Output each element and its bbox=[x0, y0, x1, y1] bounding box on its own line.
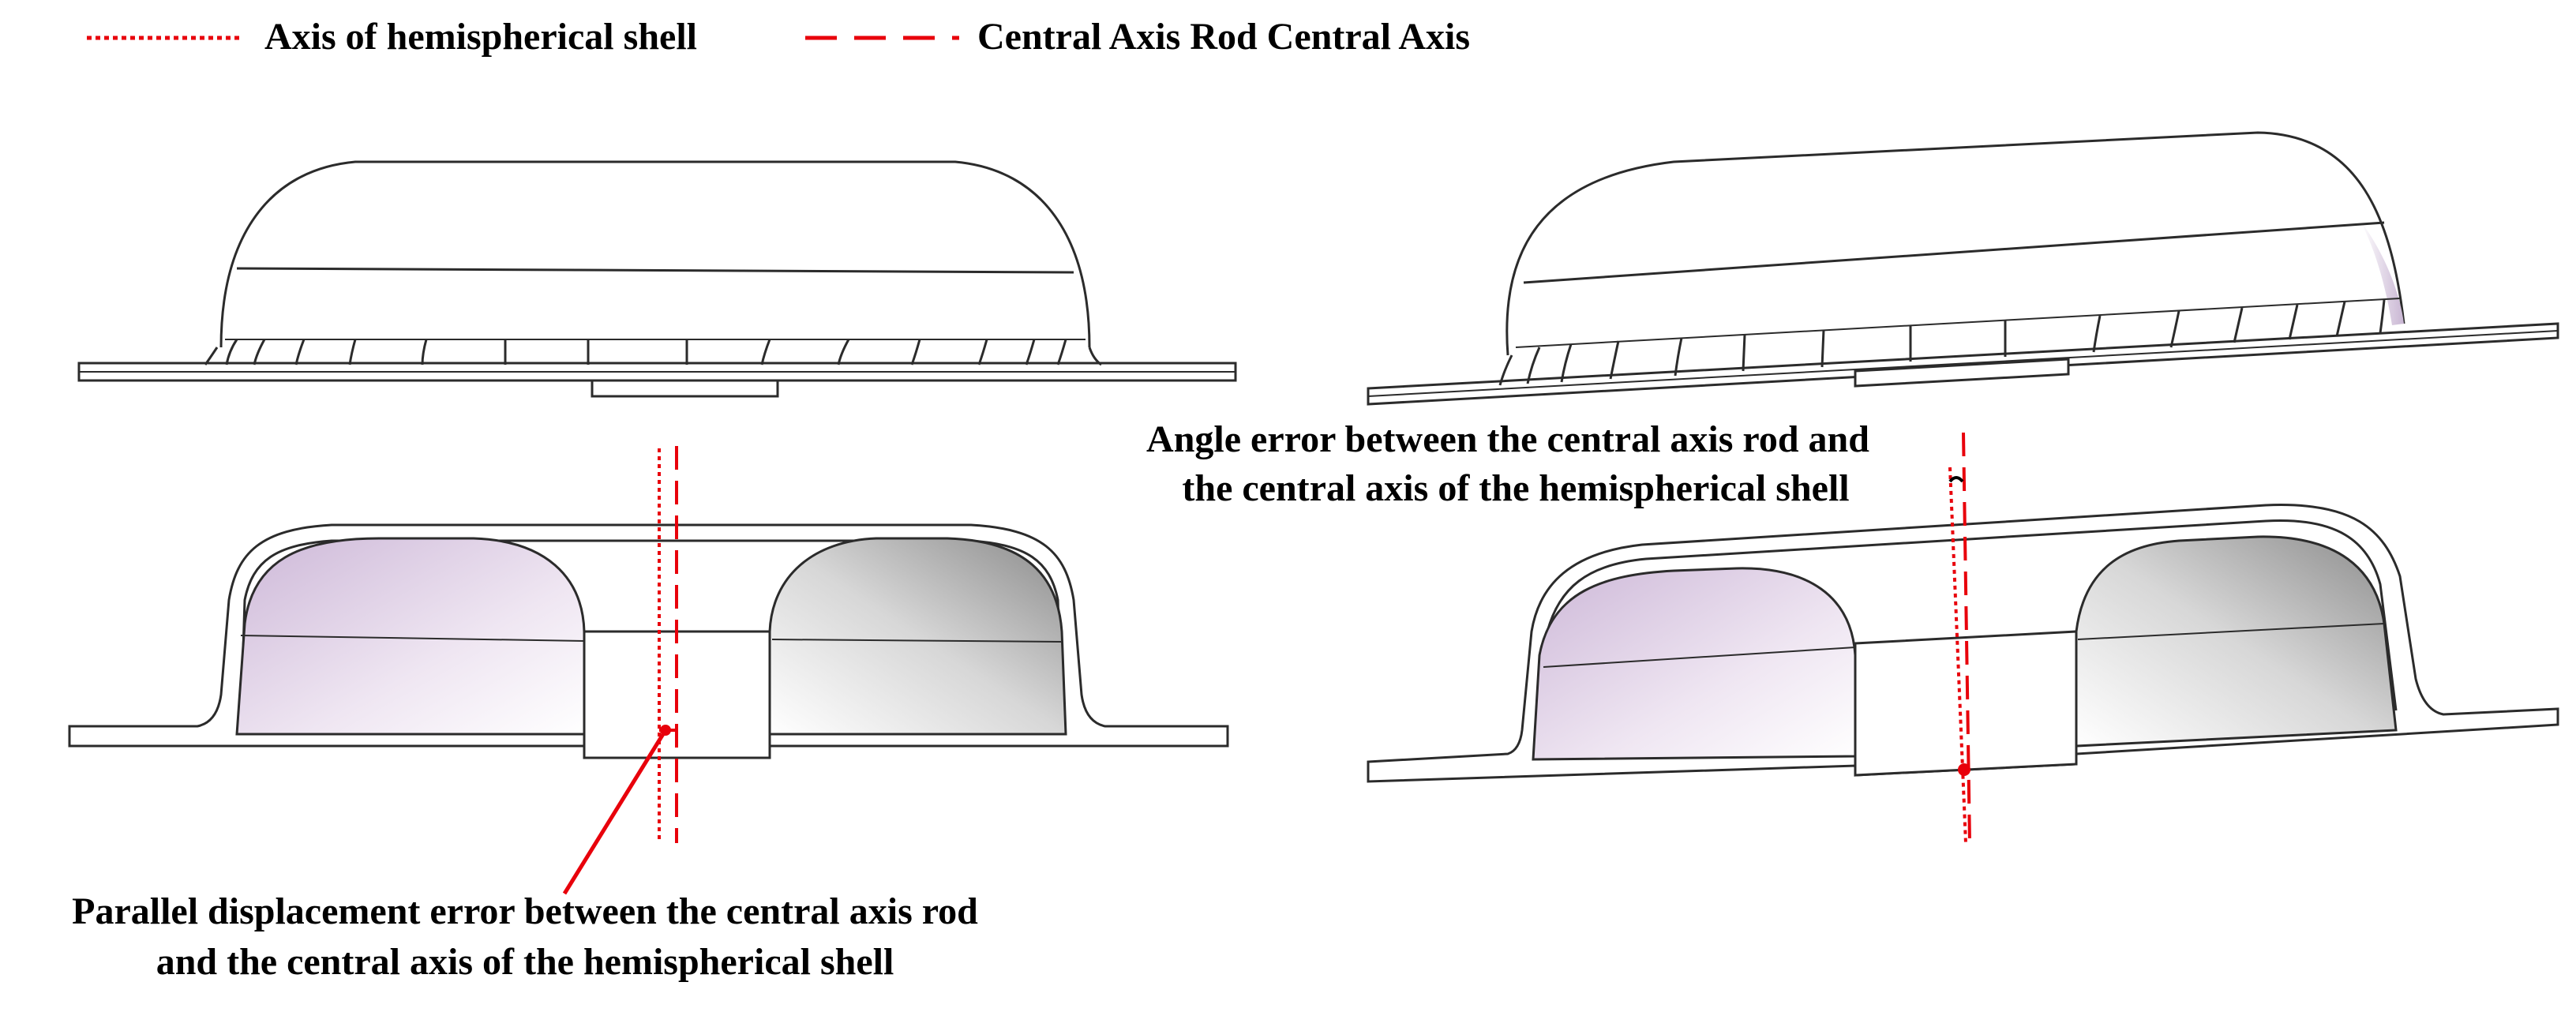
base-plate-tilted-edge bbox=[1367, 330, 2559, 397]
right-cavity bbox=[768, 537, 1067, 736]
angled-axes bbox=[1948, 432, 1971, 844]
inner-shell-line bbox=[239, 539, 1063, 727]
rib-row bbox=[204, 339, 1102, 366]
section-view-parallel bbox=[68, 523, 1229, 759]
dome-seam-tilted bbox=[1523, 221, 2385, 284]
base-hub bbox=[591, 379, 779, 398]
dome-outline bbox=[219, 160, 1091, 348]
legend-label-rod-axis: Central Axis Rod Central Axis bbox=[977, 16, 1470, 58]
left-cavity-seam bbox=[240, 635, 585, 642]
central-rod-section-tilted bbox=[1854, 630, 2078, 777]
parallel-axes bbox=[562, 446, 678, 895]
right-cavity-seam-tilted bbox=[2077, 623, 2385, 640]
rib-top-line-tilted bbox=[1515, 298, 2401, 348]
right-cavity-tilted bbox=[2075, 535, 2398, 748]
angle-arc bbox=[1948, 476, 1964, 483]
intersection-dot bbox=[1958, 763, 1970, 776]
parallel-leader-line bbox=[562, 729, 668, 895]
rib-row-tilted bbox=[1498, 299, 2386, 386]
inner-shell-line-tilted bbox=[1538, 519, 2398, 751]
parallel-error-line1: Parallel displacement error between the … bbox=[72, 890, 978, 932]
legend-label-shell-axis: Axis of hemispherical shell bbox=[264, 16, 697, 58]
parallel-error-line2: and the central axis of the hemispherica… bbox=[156, 941, 894, 983]
left-cavity-seam-tilted bbox=[1543, 647, 1856, 668]
right-cavity-seam bbox=[771, 639, 1063, 643]
dome-seam bbox=[236, 267, 1074, 274]
left-cavity bbox=[235, 537, 586, 736]
exterior-view-aligned bbox=[77, 160, 1237, 398]
left-cavity-tilted bbox=[1532, 567, 1857, 761]
dome-outline-tilted bbox=[1505, 131, 2405, 356]
base-hub-tilted bbox=[1854, 358, 2070, 388]
exterior-view-tilted bbox=[1367, 131, 2559, 406]
angle-error-line1: Angle error between the central axis rod… bbox=[1146, 418, 1869, 460]
section-view-angled bbox=[1367, 504, 2559, 783]
angle-error-line2: the central axis of the hemispherical sh… bbox=[1182, 467, 1850, 509]
